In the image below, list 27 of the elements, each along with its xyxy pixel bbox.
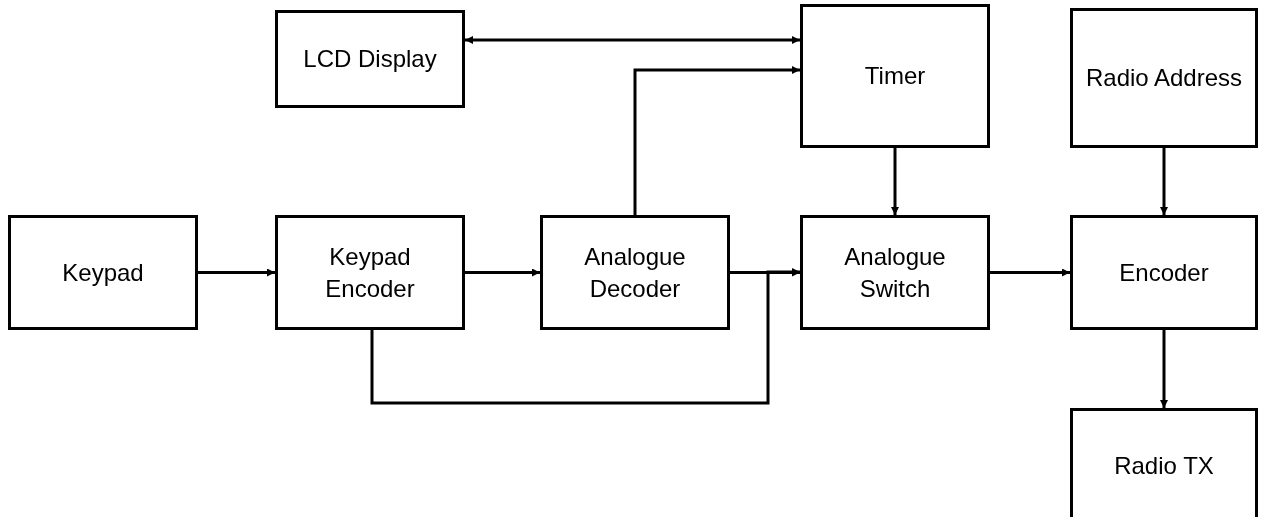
block-label: Analogue Switch (843, 242, 947, 304)
arrow (633, 66, 800, 215)
block-label: Timer (864, 61, 926, 92)
block-box (1070, 8, 1258, 148)
arrow (990, 268, 1070, 277)
block-label: Radio Address (1085, 63, 1243, 94)
arrow (198, 268, 275, 277)
block-box (275, 215, 465, 330)
arrow (1160, 148, 1168, 215)
arrow (465, 268, 540, 277)
block-label: Radio TX (1114, 450, 1214, 481)
arrow (891, 148, 899, 215)
block-box (800, 4, 990, 148)
arrow (1160, 330, 1168, 408)
block-label: Keypad (62, 257, 144, 288)
block-label: LCD Display (303, 44, 437, 75)
block-label: Encoder (1119, 257, 1209, 288)
block-box (1070, 215, 1258, 330)
arrow (370, 268, 800, 405)
block-box (275, 10, 465, 108)
block-box (540, 215, 730, 330)
block-box (8, 215, 198, 330)
block-label: Keypad Encoder (324, 242, 416, 304)
block-box (800, 215, 990, 330)
arrow (465, 36, 800, 44)
block-label: Analogue Decoder (583, 242, 687, 304)
block-box (1070, 408, 1258, 517)
